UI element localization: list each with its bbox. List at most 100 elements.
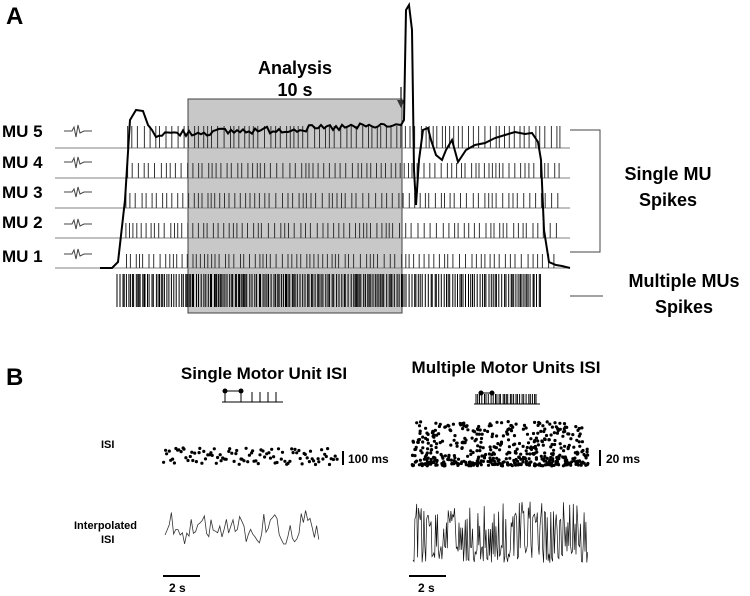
multi-isi-dot	[477, 455, 481, 459]
multi-isi-dot	[455, 441, 459, 445]
single-isi-dot	[224, 457, 228, 461]
multi-isi-dot	[536, 443, 541, 447]
multi-isi-dot	[471, 461, 475, 465]
multi-isi-dot	[449, 429, 453, 433]
multi-isi-dot	[575, 438, 579, 442]
multi-isi-dot	[548, 422, 552, 426]
multi-isi-dot	[501, 434, 505, 438]
single-isi-dot	[276, 447, 281, 451]
single-isi-dot	[232, 459, 236, 463]
multi-isi-dot	[513, 442, 517, 446]
multi-isi-dot	[480, 454, 484, 458]
multi-isi-dot	[543, 427, 547, 431]
multi-isi-dot	[477, 432, 481, 436]
force-trace	[100, 1, 571, 269]
multi-isi-dot	[525, 452, 529, 456]
multi-isi-dot	[496, 442, 500, 446]
multi-isi-dot	[552, 431, 557, 435]
multi-isi-dot	[580, 440, 585, 444]
single-isi-dot	[177, 448, 181, 452]
interp-label-1: Interpolated	[74, 520, 137, 532]
multi-isi-dot	[417, 424, 422, 428]
multi-isi-dot	[566, 432, 570, 436]
single-isi-dot	[326, 447, 330, 451]
single-isi-dot	[275, 460, 279, 465]
multi-isi-dot	[522, 423, 527, 427]
single-isi-dot	[191, 458, 195, 463]
multi-isi-dot	[440, 454, 444, 459]
multi-isi-dot	[580, 426, 584, 430]
multi-isi-dot	[549, 445, 553, 449]
single-isi-dot	[179, 450, 183, 454]
multi-isi-dot	[539, 454, 543, 458]
single-isi-dot	[210, 453, 214, 457]
single-isi-dot	[303, 452, 307, 456]
multi-isi-dot	[563, 444, 567, 448]
multi-isi-dot	[483, 454, 487, 458]
multi-isi-dot	[416, 440, 420, 444]
multi-isi-dot	[504, 457, 508, 461]
multi-isi-dot	[443, 425, 447, 429]
multi-isi-dot	[474, 437, 478, 441]
single-isi-dot	[327, 462, 332, 467]
multi-isi-dot	[525, 432, 530, 436]
multi-isi-dot	[572, 459, 576, 463]
mu-label-5: MU 5	[2, 122, 43, 141]
multi-isi-dot	[419, 420, 423, 424]
single-isi-dot	[218, 453, 222, 457]
multi-isi-dot	[438, 422, 442, 426]
single-isi-dot	[307, 460, 311, 464]
single-isi-dot	[256, 462, 260, 466]
multi-isi-dot	[552, 463, 556, 467]
multi-isi-dot	[447, 458, 451, 462]
multi-isi-dot	[533, 439, 537, 443]
single-isi-dot	[246, 460, 250, 464]
multi-isi-dot	[476, 444, 480, 448]
multi-isi-dot	[432, 435, 436, 439]
multi-isi-dot	[562, 456, 566, 460]
multi-isi-dot	[489, 458, 493, 462]
single-isi-dot	[228, 447, 232, 451]
multi-isi-dot	[433, 458, 437, 462]
multi-isi-dot	[429, 451, 433, 455]
multi-isi-dot	[515, 447, 519, 451]
multi-isi-dot	[545, 420, 549, 424]
multi-isi-dot	[585, 450, 589, 454]
single-isi-dot	[283, 459, 287, 463]
single-isi-dot	[258, 453, 262, 457]
panel-a-letter: A	[6, 3, 23, 30]
isi-row-label: ISI	[101, 439, 114, 451]
multi-isi-dot	[533, 420, 537, 424]
multi-isi-dot	[535, 463, 539, 467]
multi-isi-dot	[521, 460, 525, 464]
single-isi-dot	[188, 454, 192, 459]
multi-isi-dot	[424, 426, 428, 430]
multi-isi-dot	[495, 434, 499, 438]
single-mu-label-1: Single MU	[624, 164, 711, 184]
multi-isi-dot	[563, 429, 567, 433]
single-x-scale-label: 2 s	[169, 581, 186, 595]
multi-isi-dot	[487, 424, 491, 428]
multi-isi-dot	[500, 421, 504, 425]
multi-isi-dot	[481, 446, 485, 450]
multi-isi-dot	[432, 439, 436, 443]
single-isi-dot	[197, 451, 201, 455]
multi-isi-dot	[556, 462, 560, 466]
multi-isi-dot	[480, 432, 484, 436]
multi-isi-dot	[426, 441, 430, 445]
single-isi-dot	[297, 448, 301, 453]
multi-isi-dot	[420, 464, 424, 468]
multi-isi-dot	[459, 461, 463, 466]
single-isi-dot	[202, 449, 206, 453]
multi-isi-dot	[543, 451, 547, 455]
interp-label-2: ISI	[101, 534, 114, 546]
multi-isi-dot	[517, 462, 521, 466]
multi-isi-dot	[450, 462, 454, 466]
single-isi-dot	[288, 459, 292, 463]
multi-isi-dot	[467, 460, 472, 464]
multi-isi-dot	[585, 463, 589, 467]
multi-isi-dot	[433, 428, 437, 432]
arrow-head	[397, 100, 405, 108]
single-isi-dot	[219, 459, 223, 463]
multi-isi-dot	[555, 431, 560, 435]
